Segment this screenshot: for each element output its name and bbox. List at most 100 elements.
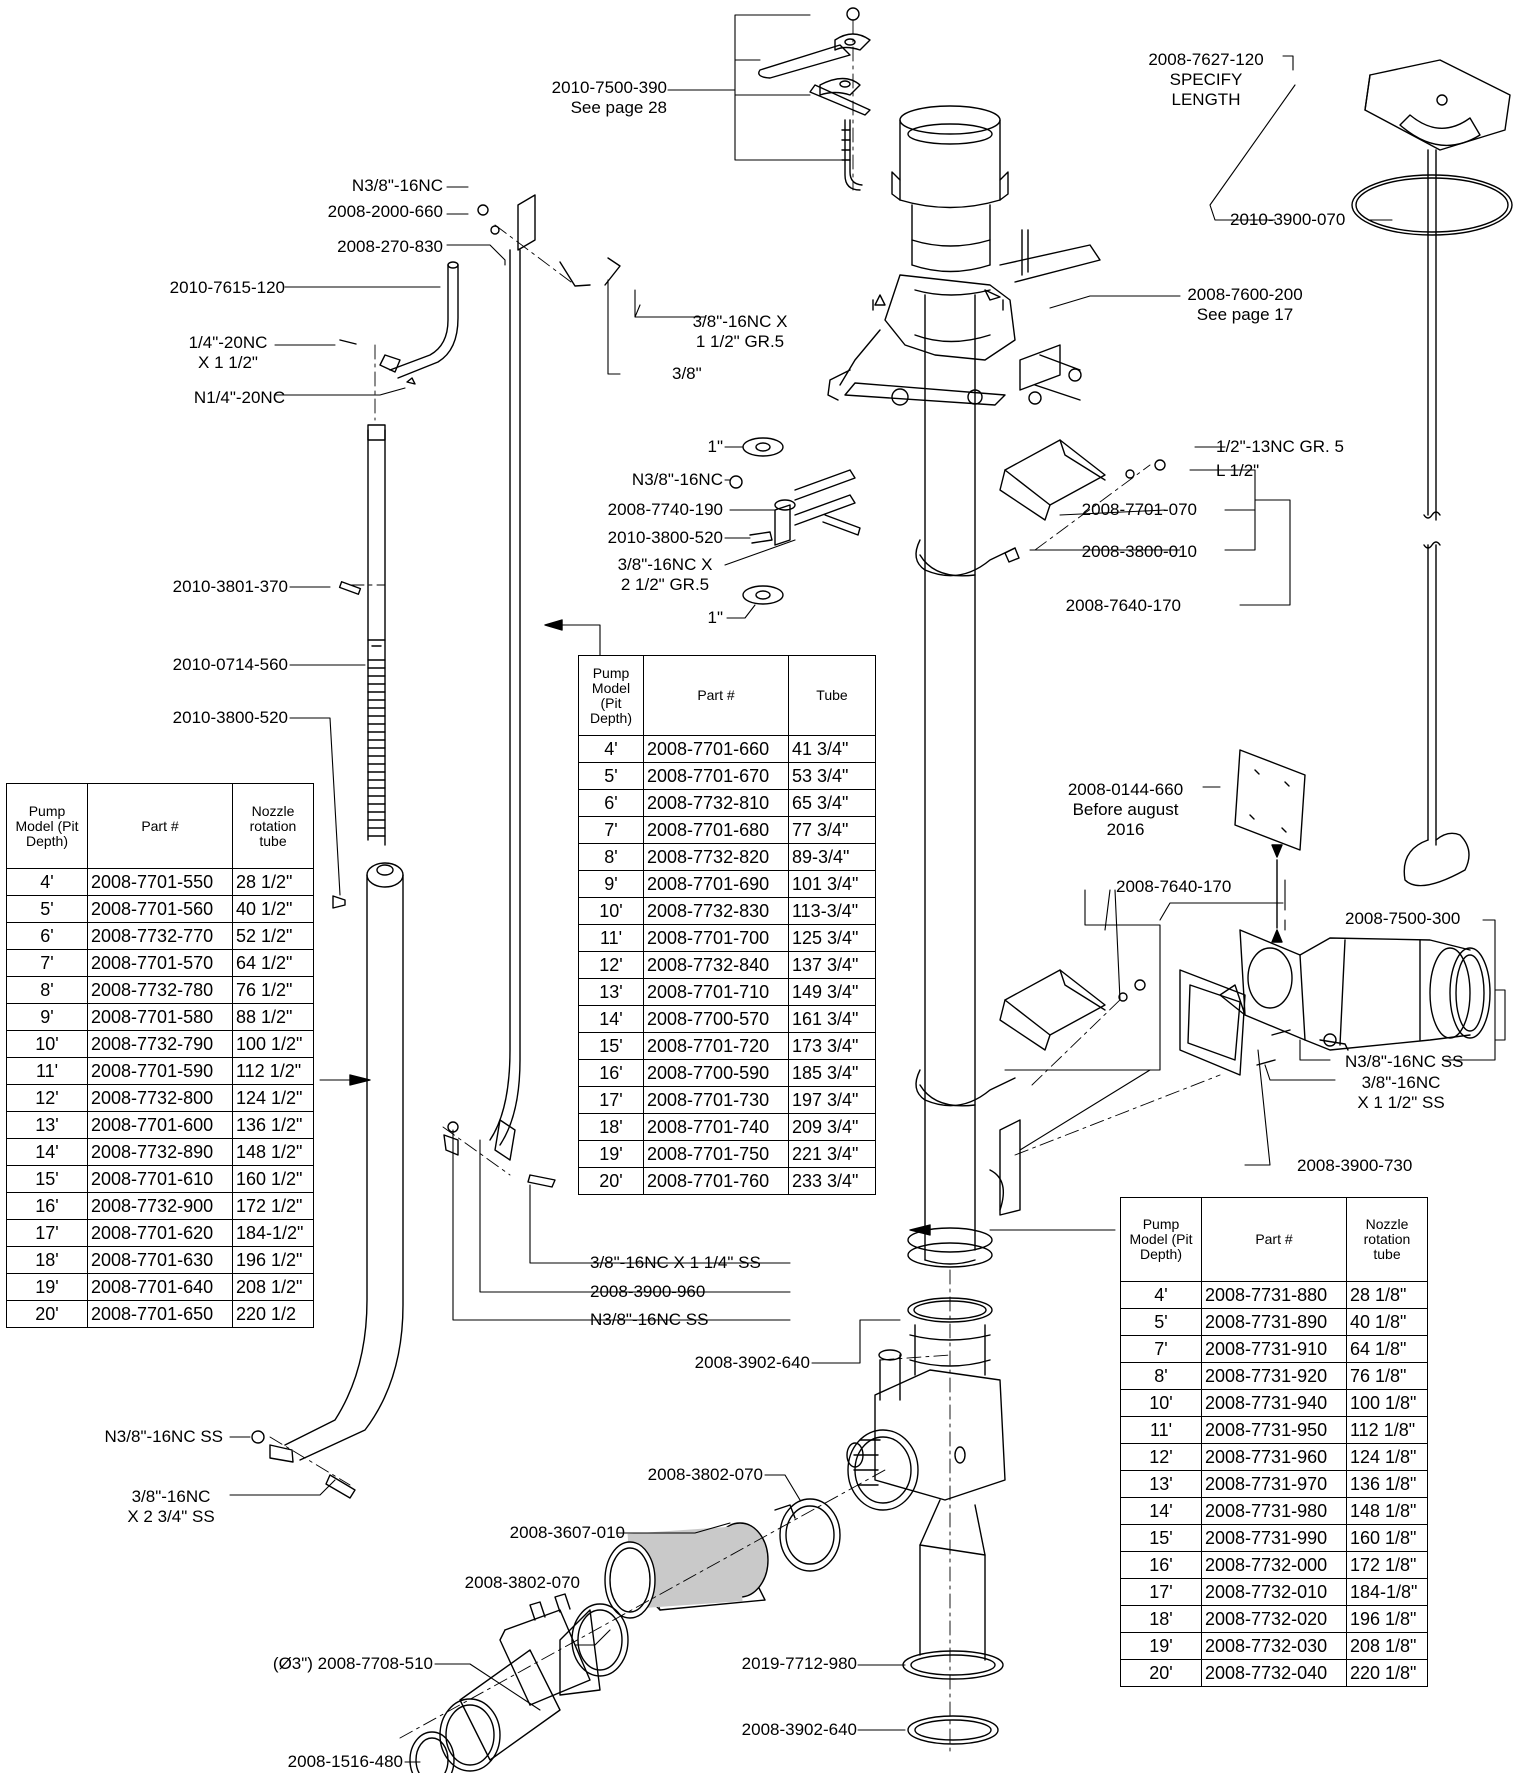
cell-tube-length: 221 3/4" xyxy=(788,1140,876,1168)
cell-part-number: 2008-7732-000 xyxy=(1201,1551,1347,1579)
label-2008-3902-640-b: 2008-3902-640 xyxy=(741,1720,857,1739)
cell-pit-depth: 9' xyxy=(6,1003,88,1031)
cell-pit-depth: 20' xyxy=(6,1300,88,1328)
lower-clamp xyxy=(915,969,1146,1107)
label-2008-3607-010: 2008-3607-010 xyxy=(509,1523,625,1542)
cell-tube-length: 65 3/4" xyxy=(788,789,876,817)
label-2008-7701-070: 2008-7701-070 xyxy=(1081,500,1197,519)
cell-pit-depth: 14' xyxy=(578,1005,644,1033)
arrowheads xyxy=(349,619,1283,1236)
cell-pit-depth: 19' xyxy=(6,1273,88,1301)
vertical-rod xyxy=(443,194,621,1188)
label-washer-3-8: 3/8" xyxy=(672,364,702,383)
cell-pit-depth: 9' xyxy=(578,870,644,898)
cell-tube-length: 160 1/8" xyxy=(1346,1524,1428,1552)
cell-pit-depth: 15' xyxy=(578,1032,644,1060)
cell-part-number: 2008-7701-750 xyxy=(643,1140,789,1168)
cell-tube-length: 136 1/2" xyxy=(232,1111,314,1139)
cell-part-number: 2008-7701-710 xyxy=(643,978,789,1006)
cell-part-number: 2008-7701-610 xyxy=(87,1165,233,1193)
cell-tube-length: 40 1/8" xyxy=(1346,1308,1428,1336)
cell-pit-depth: 17' xyxy=(1120,1578,1202,1606)
cell-pit-depth: 11' xyxy=(1120,1416,1202,1444)
cell-pit-depth: 4' xyxy=(578,735,644,763)
cell-part-number: 2008-7732-810 xyxy=(643,789,789,817)
label-2008-7740-190: 2008-7740-190 xyxy=(607,500,723,519)
cell-part-number: 2008-7701-650 xyxy=(87,1300,233,1328)
cell-pit-depth: 14' xyxy=(1120,1497,1202,1525)
cell-pit-depth: 17' xyxy=(6,1219,88,1247)
cell-tube-length: 220 1/2 xyxy=(232,1300,314,1328)
cell-tube-length: 124 1/8" xyxy=(1346,1443,1428,1471)
cell-pit-depth: 6' xyxy=(6,922,88,950)
cell-part-number: 2008-7701-560 xyxy=(87,895,233,923)
cell-part-number: 2008-7701-740 xyxy=(643,1113,789,1141)
cell-part-number: 2008-7731-890 xyxy=(1201,1308,1347,1336)
cell-pit-depth: 5' xyxy=(578,762,644,790)
nozzle-hose-assembly xyxy=(409,1498,841,1773)
cell-tube-length: 220 1/8" xyxy=(1346,1659,1428,1687)
cell-tube-length: 173 3/4" xyxy=(788,1032,876,1060)
cell-pit-depth: 13' xyxy=(578,978,644,1006)
cell-part-number: 2008-7701-690 xyxy=(643,870,789,898)
cell-tube-length: 136 1/8" xyxy=(1346,1470,1428,1498)
cell-part-number: 2008-7701-680 xyxy=(643,816,789,844)
cell-part-number: 2008-7701-760 xyxy=(643,1167,789,1195)
cell-pit-depth: 16' xyxy=(578,1059,644,1087)
cell-pit-depth: 8' xyxy=(578,843,644,871)
cell-part-number: 2008-7731-990 xyxy=(1201,1524,1347,1552)
label-lock-washer-1-2: L 1/2" xyxy=(1216,461,1260,480)
cell-pit-depth: 18' xyxy=(6,1246,88,1274)
label-2008-7708-510: (Ø3") 2008-7708-510 xyxy=(272,1654,433,1673)
label-2019-7712-980: 2019-7712-980 xyxy=(741,1654,857,1673)
cell-pit-depth: 7' xyxy=(6,949,88,977)
column-header-part-number: Part # xyxy=(643,655,789,736)
cell-tube-length: 125 3/4" xyxy=(788,924,876,952)
label-2008-1516-480: 2008-1516-480 xyxy=(287,1752,403,1771)
cell-tube-length: 76 1/8" xyxy=(1346,1362,1428,1390)
label-2008-3902-640-a: 2008-3902-640 xyxy=(694,1353,810,1372)
cell-pit-depth: 19' xyxy=(1120,1632,1202,1660)
parts-table-right: Pump Model (Pit Depth) Part # Nozzle rot… xyxy=(1120,1197,1428,1687)
cell-part-number: 2008-7701-570 xyxy=(87,949,233,977)
cell-pit-depth: 20' xyxy=(578,1167,644,1195)
cell-pit-depth: 14' xyxy=(6,1138,88,1166)
cell-part-number: 2008-7732-820 xyxy=(643,843,789,871)
cell-pit-depth: 7' xyxy=(578,816,644,844)
column-header-pump-model: Pump Model (Pit Depth) xyxy=(6,783,88,869)
cell-pit-depth: 16' xyxy=(6,1192,88,1220)
label-nut-3-8-mid: N3/8"-16NC xyxy=(631,470,723,489)
cell-tube-length: 161 3/4" xyxy=(788,1005,876,1033)
cell-tube-length: 233 3/4" xyxy=(788,1167,876,1195)
cell-tube-length: 160 1/2" xyxy=(232,1165,314,1193)
cell-tube-length: 28 1/8" xyxy=(1346,1281,1428,1309)
label-2008-3900-730: 2008-3900-730 xyxy=(1297,1156,1413,1175)
label-2008-7500-300: 2008-7500-300 xyxy=(1345,909,1461,928)
cell-pit-depth: 4' xyxy=(6,868,88,896)
side-arm-plate xyxy=(1351,59,1513,887)
cell-tube-length: 64 1/2" xyxy=(232,949,314,977)
cell-part-number: 2008-7731-920 xyxy=(1201,1362,1347,1390)
cell-pit-depth: 12' xyxy=(6,1084,88,1112)
label-nut-3-8-ss-left: N3/8"-16NC SS xyxy=(104,1427,223,1446)
label-2010-3801-370: 2010-3801-370 xyxy=(172,577,288,596)
cell-pit-depth: 17' xyxy=(578,1086,644,1114)
